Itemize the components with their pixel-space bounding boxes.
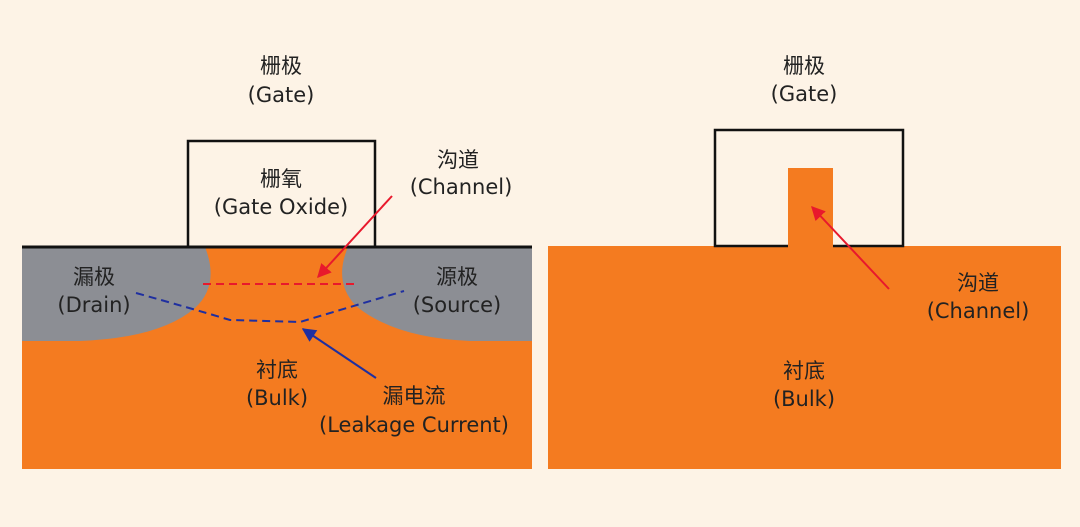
finfet-substrate bbox=[548, 246, 1061, 469]
planar-bulk-label-cn: 衬底 bbox=[256, 358, 298, 382]
leakage-current-path bbox=[135, 290, 405, 324]
gate-oxide-label-cn: 栅氧 bbox=[260, 167, 302, 191]
finfet-transistor: 栅极 (Gate) 沟道 (Channel) 衬底 (Bulk) bbox=[548, 54, 1061, 469]
planar-channel-label-en: (Channel) bbox=[410, 175, 513, 199]
planar-bulk-label-en: (Bulk) bbox=[246, 386, 308, 410]
channel-arrow bbox=[317, 195, 393, 279]
leakage-label-cn: 漏电流 bbox=[383, 384, 446, 408]
source-label-cn: 源极 bbox=[436, 265, 478, 289]
finfet-channel-label-cn: 沟道 bbox=[957, 271, 999, 295]
planar-channel-label-cn: 沟道 bbox=[437, 148, 479, 172]
fin-channel-arrow bbox=[811, 205, 890, 290]
leakage-arrow bbox=[301, 328, 377, 379]
planar-transistor: 栅极 (Gate) 栅氧 (Gate Oxide) 沟道 (Channel) 漏… bbox=[22, 54, 532, 469]
finfet-gate-label-cn: 栅极 bbox=[783, 54, 825, 78]
finfet-gate-label-en: (Gate) bbox=[771, 82, 838, 106]
finfet-bulk-label-en: (Bulk) bbox=[773, 387, 835, 411]
source-region bbox=[342, 247, 532, 341]
finfet-channel-label-en: (Channel) bbox=[927, 299, 1030, 323]
gate-oxide-box bbox=[186, 139, 377, 249]
leakage-label-en: (Leakage Current) bbox=[319, 413, 509, 437]
gate-oxide-label-en: (Gate Oxide) bbox=[214, 195, 348, 219]
drain-region bbox=[22, 247, 211, 341]
finfet-bulk-label-cn: 衬底 bbox=[783, 359, 825, 383]
drain-label-en: (Drain) bbox=[57, 293, 130, 317]
planar-gate-label-cn: 栅极 bbox=[260, 54, 302, 78]
planar-gate-label-en: (Gate) bbox=[248, 83, 315, 107]
drain-label-cn: 漏极 bbox=[73, 265, 115, 289]
fin-channel bbox=[788, 168, 833, 248]
source-label-en: (Source) bbox=[413, 293, 502, 317]
